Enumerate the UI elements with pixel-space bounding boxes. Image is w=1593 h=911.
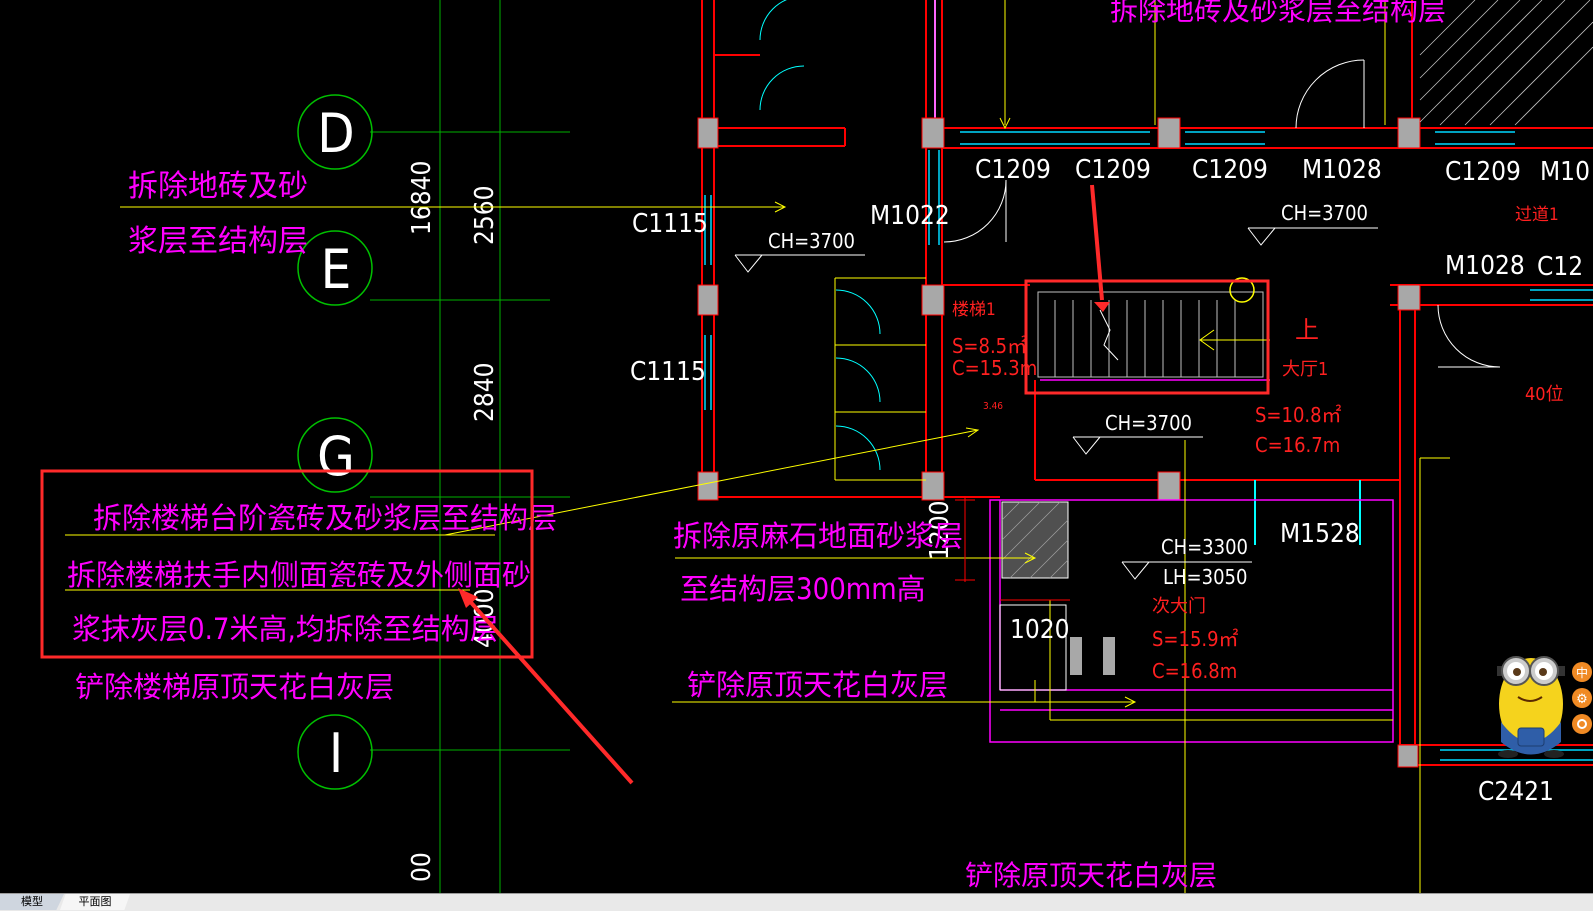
markup-arrow-notes — [465, 596, 634, 785]
small-number-label: 3.46 — [983, 401, 1003, 412]
label-ch3300: CH=3300 — [1161, 535, 1248, 559]
label-m1028-a: M1028 — [1302, 155, 1382, 185]
hatch-shaft — [1419, 0, 1593, 126]
room-side-door-area: S=15.9㎡ — [1152, 627, 1239, 651]
svg-text:中: 中 — [1576, 665, 1588, 680]
note-left-floor-line2: 浆层至结构层 — [128, 224, 308, 259]
columns — [697, 117, 1421, 768]
room-hall-perimeter: C=16.7m — [1255, 433, 1340, 457]
axis-bubble-g: G — [297, 417, 373, 493]
label-ch3700-b: CH=3700 — [1281, 201, 1368, 225]
room-side-door-perimeter: C=16.8m — [1152, 659, 1237, 683]
svg-text:⚙: ⚙ — [1576, 692, 1588, 707]
dim-2560: 2560 — [470, 185, 500, 245]
label-ch3700-a: CH=3700 — [768, 229, 855, 253]
grid-lines — [370, 0, 570, 893]
label-m1028-b: M1028 — [1445, 251, 1525, 281]
room-side-door-name: 次大门 — [1152, 596, 1206, 617]
note-granite-line2: 至结构层300mm高 — [680, 572, 926, 606]
stair — [1037, 277, 1270, 378]
note-granite-line1: 拆除原麻石地面砂浆层 — [673, 519, 963, 553]
assistant-mascot[interactable]: 中 ⚙ — [1484, 642, 1593, 760]
label-m10-edge: M10 — [1540, 157, 1590, 187]
note-left-floor-line1: 拆除地砖及砂 — [128, 169, 308, 204]
label-c1115-b: C1115 — [630, 357, 706, 387]
markup-box-stair — [1024, 279, 1270, 395]
door-swings — [759, 0, 1501, 545]
label-c1209-d: C1209 — [1445, 157, 1521, 187]
markup-arrow-stair — [1090, 184, 1104, 301]
svg-text:G: G — [317, 425, 355, 488]
leader-lines — [65, 0, 1450, 893]
room-stair-area: S=8.5㎡ — [952, 334, 1027, 358]
markup-box-notes — [40, 469, 534, 659]
axis-bubble-d: D — [297, 94, 373, 170]
label-c1209-c: C1209 — [1192, 155, 1268, 185]
tab-model[interactable]: 模型 — [0, 894, 64, 910]
checker-block — [999, 501, 1069, 691]
mascot-button-zhong[interactable]: 中 — [1572, 662, 1592, 682]
dim-16840: 16840 — [407, 161, 437, 235]
walls — [701, 0, 1593, 766]
label-c1115-a: C1115 — [632, 209, 708, 239]
axis-bubble-e: E — [297, 230, 373, 306]
markup-annotations — [40, 184, 1270, 785]
note-top-cut: 拆除地砖及砂浆层至结构层 — [1110, 0, 1446, 27]
note-stair-line1: 拆除楼梯台阶瓷砖及砂浆层至结构层 — [93, 501, 557, 535]
label-lh3050: LH=3050 — [1163, 565, 1247, 589]
room-stair-name: 楼梯1 — [952, 300, 996, 320]
mascot-icon: 中 ⚙ — [1497, 656, 1592, 758]
label-c1209-b: C1209 — [1075, 155, 1151, 185]
note-ceiling-mid: 铲除原顶天花白灰层 — [687, 668, 948, 702]
label-c1209-a: C1209 — [975, 155, 1051, 185]
label-1020: 1020 — [1010, 615, 1070, 645]
label-m1528: M1528 — [1280, 519, 1360, 549]
axis-bubble-i: I — [297, 714, 373, 790]
level-markers — [734, 227, 1378, 580]
dim-00: 00 — [407, 852, 437, 882]
stair-up-label: 上 — [1295, 316, 1319, 344]
note-stair-line3: 浆抹灰层0.7米高,均拆除至结构层 — [72, 612, 499, 646]
layout-tab-bar: 模型 平面图 — [0, 893, 1593, 911]
dim-1200: 1200 — [925, 500, 955, 560]
note-bottom-cut: 铲除原顶天花白灰层 — [965, 859, 1217, 892]
label-c2421: C2421 — [1478, 777, 1554, 807]
note-stair-line4: 铲除楼梯原顶天花白灰层 — [75, 670, 394, 704]
room-right-cut: 40位 — [1525, 384, 1564, 405]
label-c12-edge: C12 — [1537, 252, 1583, 282]
room-hall-area: S=10.8㎡ — [1255, 403, 1342, 427]
tab-plan[interactable]: 平面图 — [60, 894, 130, 910]
mascot-button-gear[interactable]: ⚙ — [1572, 688, 1592, 708]
room-hall-name: 大厅1 — [1282, 359, 1328, 380]
dim-2840: 2840 — [470, 362, 500, 422]
room-stair-perimeter: C=15.3m — [952, 356, 1037, 380]
dimension-lines — [955, 497, 1070, 601]
svg-text:I: I — [329, 722, 343, 785]
svg-text:D: D — [317, 102, 354, 165]
mascot-button-settings[interactable] — [1572, 714, 1592, 734]
label-ch3700-c: CH=3700 — [1105, 411, 1192, 435]
svg-text:E: E — [321, 238, 352, 301]
room-corridor-name: 过道1 — [1515, 205, 1559, 225]
note-stair-line2: 拆除楼梯扶手内侧面瓷砖及外侧面砂 — [67, 558, 531, 592]
label-m1022: M1022 — [870, 201, 950, 231]
